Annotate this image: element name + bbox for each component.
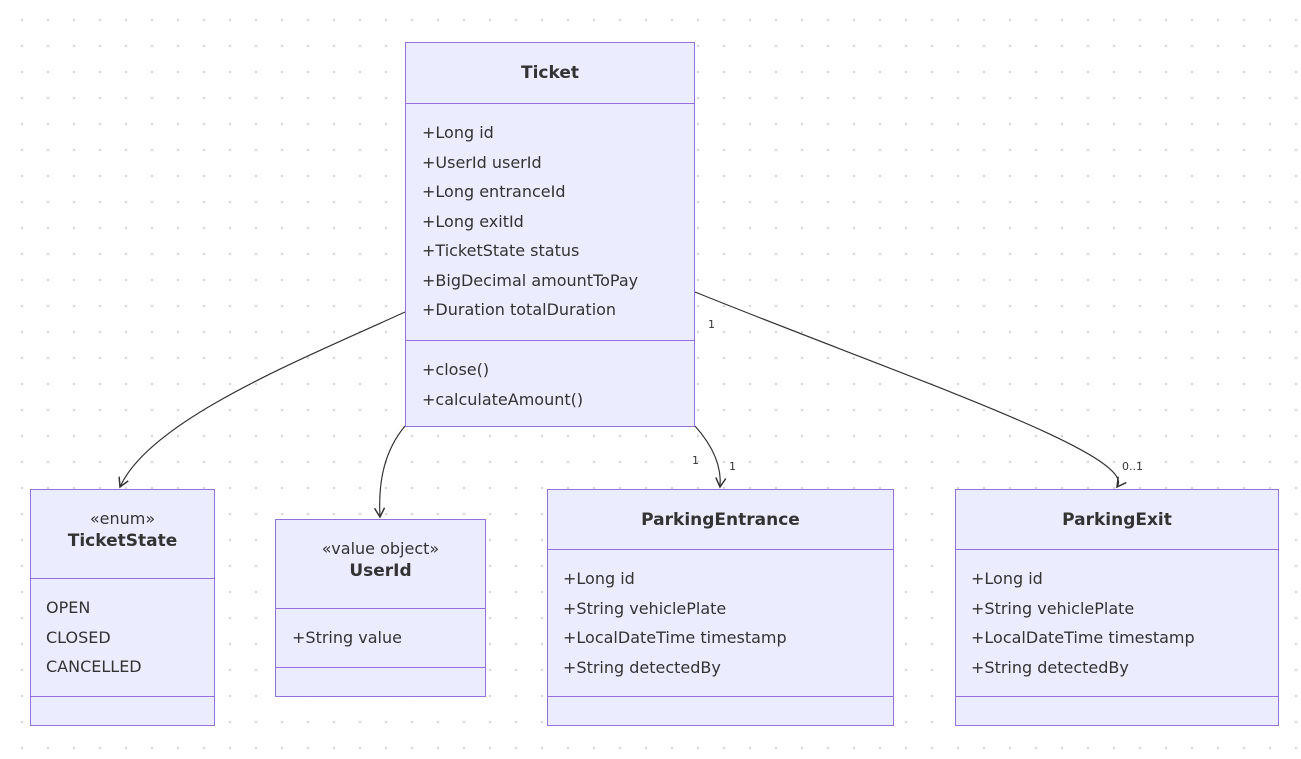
class-header: «value object» UserId [276,520,485,608]
attribute: +Long id [422,123,494,142]
method: +calculateAmount() [422,389,584,409]
methods-section [548,696,893,725]
class-name: ParkingEntrance [641,510,800,530]
attribute: +Long id [563,569,635,588]
multiplicity-entrance-from: 1 [692,454,699,467]
methods-section: +close() +calculateAmount() [406,340,694,426]
method: +close() [422,360,490,379]
edge-ticket-userid [373,425,406,519]
multiplicity-exit-from: 1 [708,318,715,331]
class-parkingentrance[interactable]: ParkingEntrance +Long id +String vehicle… [547,489,894,726]
attribute: +String vehiclePlate [563,598,727,618]
edge-ticket-parkingentrance [694,425,727,489]
class-name: Ticket [520,63,579,83]
class-name: UserId [349,561,412,581]
attribute: +String detectedBy [563,657,721,677]
attribute: +LocalDateTime timestamp [563,628,787,647]
class-ticketstate[interactable]: «enum» TicketState OPEN CLOSED CANCELLED [30,489,215,726]
attributes-section: +Long id +String vehiclePlate +LocalDate… [956,549,1278,696]
enum-value: OPEN [46,598,91,617]
class-userid[interactable]: «value object» UserId +String value [275,519,486,697]
attribute: +LocalDateTime timestamp [971,628,1195,647]
attribute: +UserId userId [422,152,542,172]
attribute: +Duration totalDuration [422,300,617,319]
attribute: +String detectedBy [971,657,1129,677]
class-header: ParkingEntrance [548,490,893,549]
stereotype: «enum» [89,509,156,528]
attribute: +Long exitId [422,211,524,231]
class-header: «enum» TicketState [31,490,214,578]
attributes-section: +String value [276,608,485,667]
class-parkingexit[interactable]: ParkingExit +Long id +String vehiclePlat… [955,489,1279,726]
multiplicity-exit-to: 0..1 [1122,460,1143,473]
attribute: +Long entranceId [422,182,566,201]
methods-section [31,696,214,725]
edge-ticket-ticketstate [118,311,406,489]
attribute: +String vehiclePlate [971,598,1135,618]
enum-value: CANCELLED [46,657,142,676]
methods-section [276,667,485,696]
class-header: Ticket [406,43,694,103]
class-header: ParkingExit [956,490,1278,549]
attributes-section: +Long id +UserId userId +Long entranceId… [406,103,694,340]
attribute: +Long id [971,569,1043,588]
attributes-section: +Long id +String vehiclePlate +LocalDate… [548,549,893,696]
stereotype: «value object» [321,539,440,558]
enum-value: CLOSED [46,627,111,647]
multiplicity-entrance-to: 1 [729,460,736,473]
attribute: +TicketState status [422,241,580,260]
class-ticket[interactable]: Ticket +Long id +UserId userId +Long ent… [405,42,695,427]
attribute: +String value [292,628,402,647]
edge-ticket-parkingexit [694,291,1127,489]
class-name: ParkingExit [1062,510,1172,530]
class-name: TicketState [67,531,178,551]
attributes-section: OPEN CLOSED CANCELLED [31,578,214,696]
attribute: +BigDecimal amountToPay [422,270,639,290]
methods-section [956,696,1278,725]
